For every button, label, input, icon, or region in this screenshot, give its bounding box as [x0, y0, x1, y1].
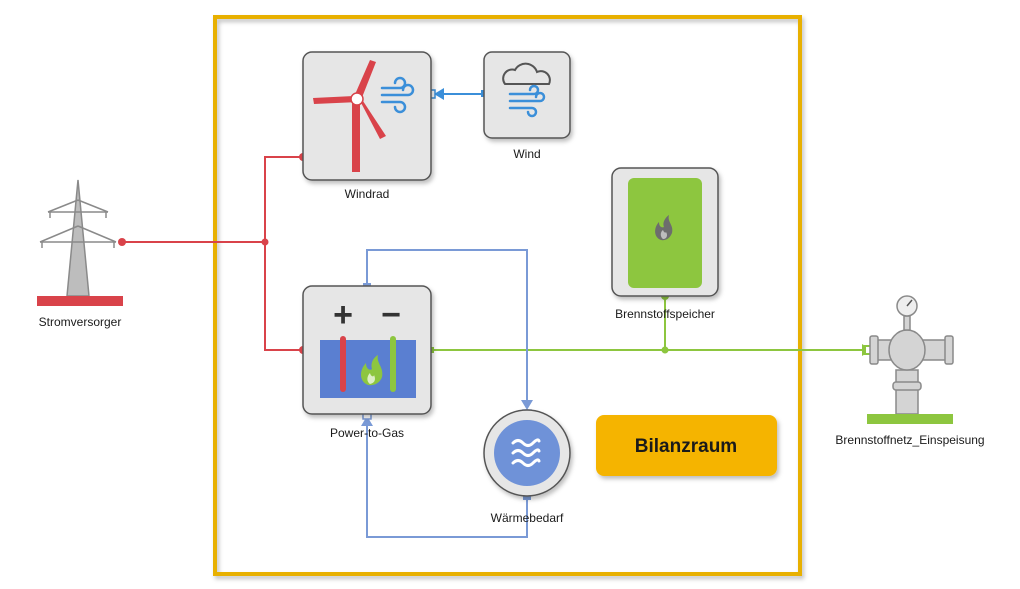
wind-label: Wind — [513, 147, 540, 161]
stromversorger-port[interactable] — [118, 238, 126, 246]
brennstoffnetz-label: Brennstoffnetz_Einspeisung — [835, 433, 984, 447]
cloud-wind-icon — [502, 62, 551, 118]
plus-sign: + — [333, 296, 353, 334]
heat-connections — [366, 249, 528, 538]
stromversorger-label: Stromversorger — [39, 315, 122, 329]
electrolyzer-icon — [320, 336, 416, 398]
bilanzraum-badge: Bilanzraum — [596, 415, 777, 476]
wind-block[interactable] — [483, 51, 571, 139]
wind-arrow-head — [434, 88, 444, 100]
power-to-gas-label: Power-to-Gas — [330, 426, 404, 440]
brennstoffnetz-block[interactable] — [867, 295, 954, 424]
pylon-base — [37, 296, 123, 306]
electric-connections — [122, 156, 303, 351]
waermebedarf-label: Wärmebedarf — [491, 511, 564, 525]
wind-turbine-icon — [313, 60, 386, 172]
stromversorger-block[interactable] — [37, 179, 123, 306]
brennstoffspeicher-label: Brennstoffspeicher — [615, 307, 715, 321]
heat-arrow-head — [361, 416, 373, 426]
windrad-label: Windrad — [345, 187, 390, 201]
brennstoffspeicher-block[interactable] — [611, 167, 719, 297]
fuel-connections — [431, 296, 862, 351]
power-to-gas-block[interactable]: + − — [302, 285, 432, 415]
windrad-block[interactable] — [302, 51, 432, 181]
minus-sign: − — [381, 296, 401, 334]
junction-dot — [261, 238, 269, 246]
power-pylon-icon — [39, 179, 117, 297]
heat-arrow-head — [521, 400, 533, 410]
fuel-tank-icon — [628, 178, 702, 288]
waermebedarf-block[interactable] — [483, 409, 571, 497]
wind-icon — [380, 76, 415, 114]
bilanzraum-label: Bilanzraum — [635, 436, 737, 457]
heat-demand-icon — [494, 420, 560, 486]
gas-valve-icon — [869, 295, 954, 415]
junction-dot — [661, 346, 669, 354]
netz-base — [867, 414, 953, 424]
boundary-frame — [213, 15, 802, 576]
